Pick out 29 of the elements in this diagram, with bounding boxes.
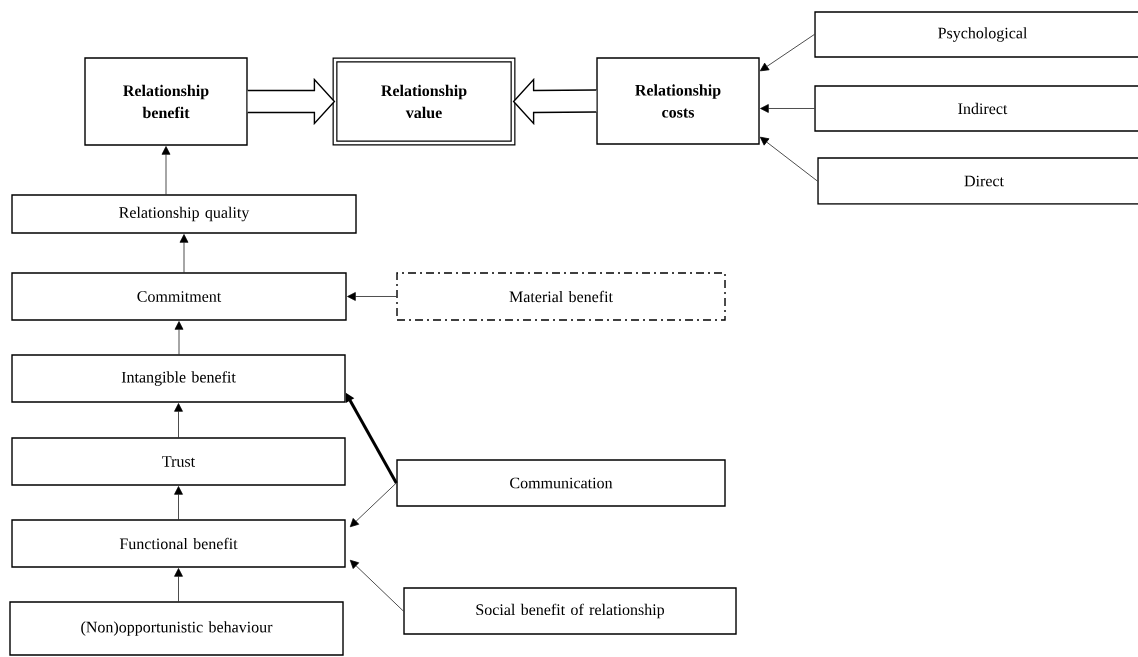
arrow [347, 292, 397, 301]
block-arrow [247, 77, 336, 126]
arrow [161, 146, 171, 195]
concept-box: Relationship costs [596, 57, 760, 145]
concept-box: Trust [11, 437, 346, 486]
arrow [760, 104, 815, 113]
concept-box: Indirect [814, 85, 1138, 132]
concept-box: (Non)opportunistic behaviour [9, 601, 344, 656]
concept-box: Material benefit [396, 272, 726, 321]
arrow [760, 34, 815, 72]
arrow [179, 234, 189, 273]
arrow [174, 403, 183, 438]
concept-box: Commitment [11, 272, 347, 321]
value-box: Relationship value [332, 57, 516, 146]
arrow [349, 559, 404, 612]
block-arrow [512, 77, 597, 126]
concept-box: Social benefit of relationship [403, 587, 737, 635]
concept-box: Functional benefit [11, 519, 346, 568]
concept-box: Relationship benefit [84, 57, 248, 146]
arrow [174, 568, 183, 602]
arrow [174, 486, 183, 520]
arrow [760, 136, 818, 182]
concept-box: Relationship quality [11, 194, 357, 234]
concept-box: Communication [396, 459, 726, 507]
concept-box: Direct [817, 157, 1138, 205]
concept-box: Psychological [814, 11, 1138, 58]
arrow [349, 482, 397, 528]
arrow [174, 321, 184, 355]
concept-box: Intangible benefit [11, 354, 346, 403]
